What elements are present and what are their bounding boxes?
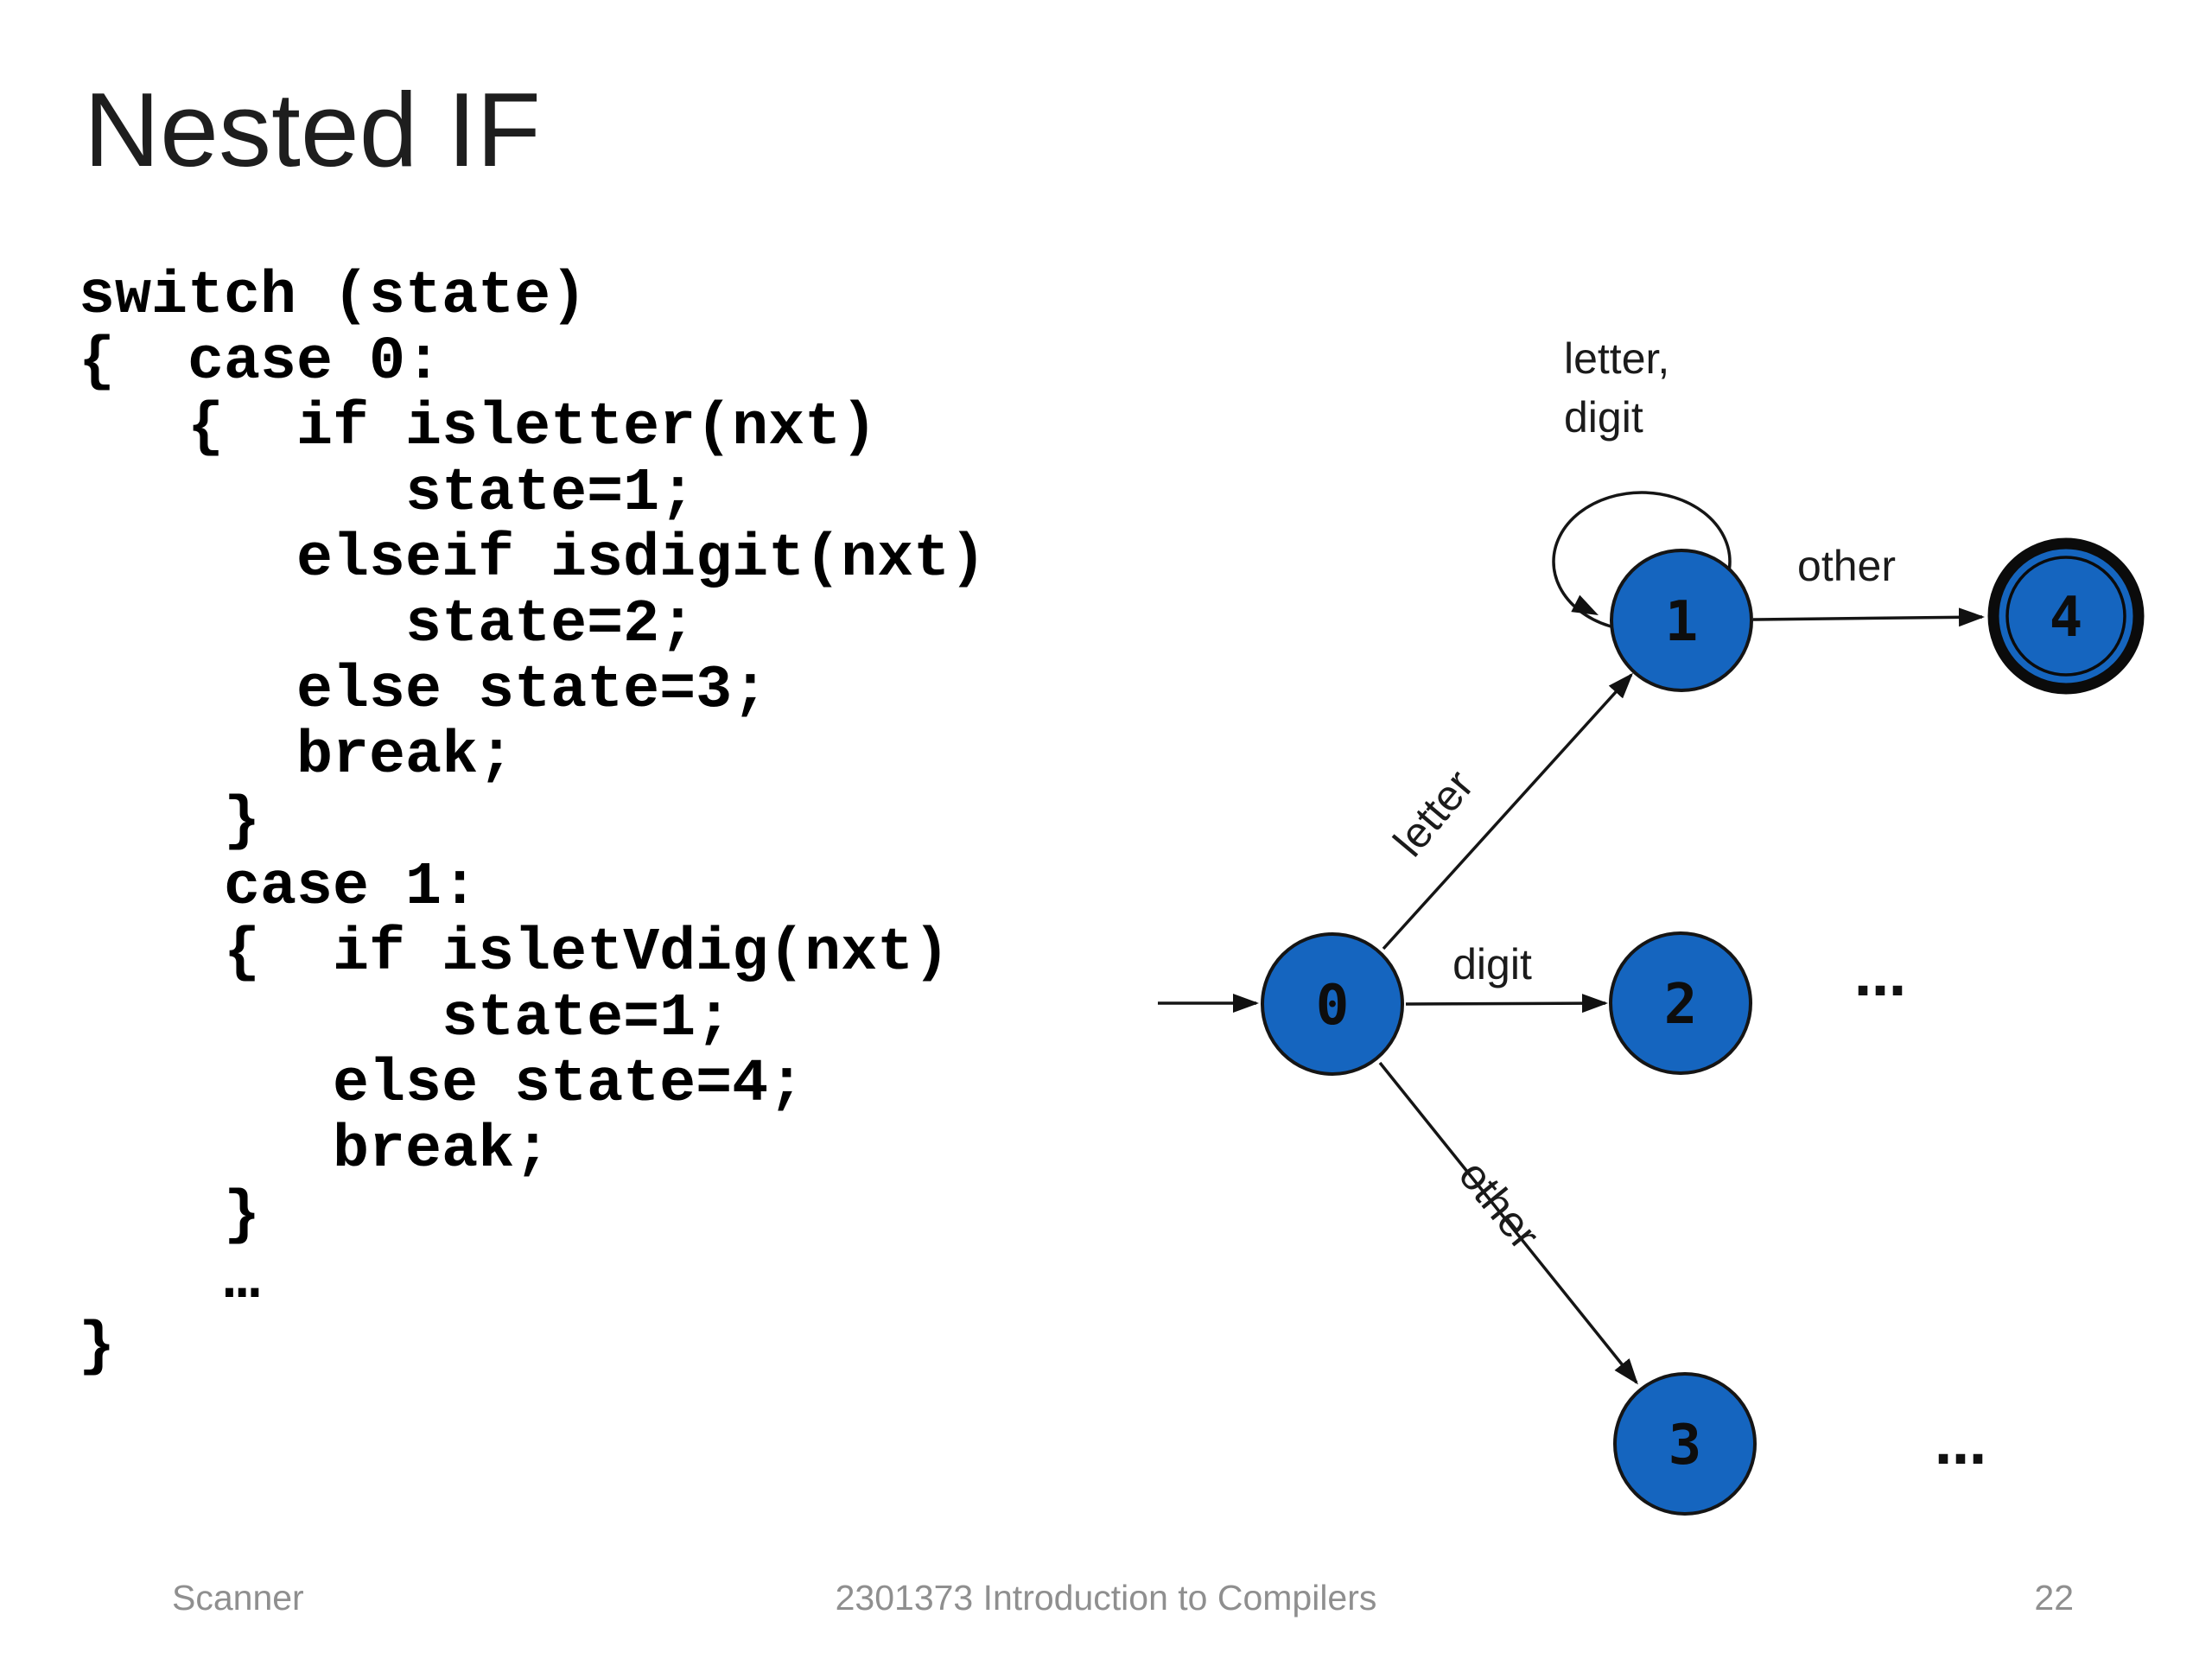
edge-0-1 bbox=[1382, 672, 1634, 950]
code-line: elseif isdigit(nxt) bbox=[79, 525, 987, 594]
state-node-0: 0 bbox=[1261, 932, 1404, 1076]
state-4-label: 4 bbox=[2050, 586, 2083, 650]
footer-section: Scanner bbox=[172, 1578, 304, 1618]
self-loop-arrowhead-icon bbox=[1571, 594, 1599, 615]
code-line: case 1: bbox=[79, 854, 479, 922]
state-node-4-accepting: 4 bbox=[1987, 537, 2145, 695]
footer-course: 2301373 Introduction to Compilers bbox=[835, 1578, 1377, 1618]
state-2-label: 2 bbox=[1664, 973, 1698, 1037]
state-3-circle bbox=[1613, 1372, 1757, 1516]
state-4-inner-circle bbox=[2005, 556, 2126, 677]
footer-page-number: 22 bbox=[2034, 1578, 2074, 1618]
state-0-circle bbox=[1261, 932, 1404, 1076]
code-line: { case 0: bbox=[79, 328, 442, 397]
ellipsis-after-state-2: … bbox=[1854, 948, 1906, 1008]
state-3-label: 3 bbox=[1669, 1414, 1702, 1478]
edge-0-2-label: digit bbox=[1452, 940, 1532, 988]
state-4-outer-circle bbox=[1987, 537, 2145, 695]
state-node-3: 3 bbox=[1613, 1372, 1757, 1516]
code-line: … bbox=[79, 1248, 261, 1316]
code-line: state=2; bbox=[79, 591, 696, 659]
code-line: { if isletVdig(nxt) bbox=[79, 919, 950, 988]
code-line: else state=4; bbox=[79, 1051, 805, 1119]
state-2-circle bbox=[1609, 931, 1752, 1075]
code-line: } bbox=[79, 788, 261, 856]
code-line: { if isletter(nxt) bbox=[79, 394, 878, 462]
edge-0-3 bbox=[1378, 1061, 1638, 1385]
code-block: switch (state) { case 0: { if isletter(n… bbox=[79, 264, 986, 1381]
code-line: switch (state) bbox=[79, 263, 588, 331]
self-loop-label-line1: letter, bbox=[1564, 334, 1669, 383]
state-node-2: 2 bbox=[1609, 931, 1752, 1075]
code-line: } bbox=[79, 1313, 116, 1382]
code-line: else state=3; bbox=[79, 657, 769, 725]
code-line: break; bbox=[79, 722, 515, 791]
state-node-1: 1 bbox=[1610, 549, 1753, 692]
edge-1-4-label: other bbox=[1797, 542, 1896, 590]
edge-0-1-label: letter bbox=[1384, 760, 1483, 865]
ellipsis-after-state-3: … bbox=[1935, 1416, 1986, 1477]
code-line: state=1; bbox=[79, 460, 696, 528]
edge-1-4 bbox=[1752, 607, 1985, 627]
state-1-circle bbox=[1610, 549, 1753, 692]
state-0-label: 0 bbox=[1316, 974, 1350, 1038]
code-line: } bbox=[79, 1182, 261, 1250]
code-line: state=1; bbox=[79, 985, 733, 1053]
page-title: Nested IF bbox=[84, 71, 541, 188]
self-loop-label-line2: digit bbox=[1564, 393, 1643, 442]
state-1-label: 1 bbox=[1665, 590, 1699, 654]
code-line: break; bbox=[79, 1116, 551, 1185]
edge-0-2 bbox=[1405, 994, 1608, 1014]
